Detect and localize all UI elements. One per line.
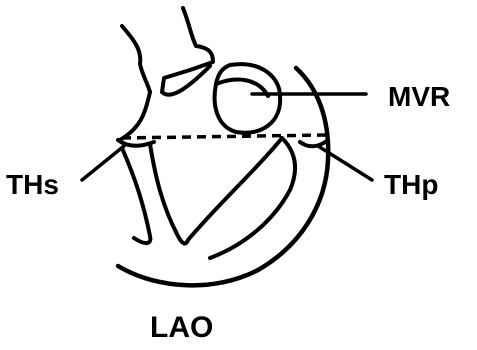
ths-label: THs: [6, 169, 59, 200]
mvr-label: MVR: [388, 81, 450, 112]
view-label: LAO: [150, 311, 213, 344]
thp-label: THp: [384, 169, 438, 200]
